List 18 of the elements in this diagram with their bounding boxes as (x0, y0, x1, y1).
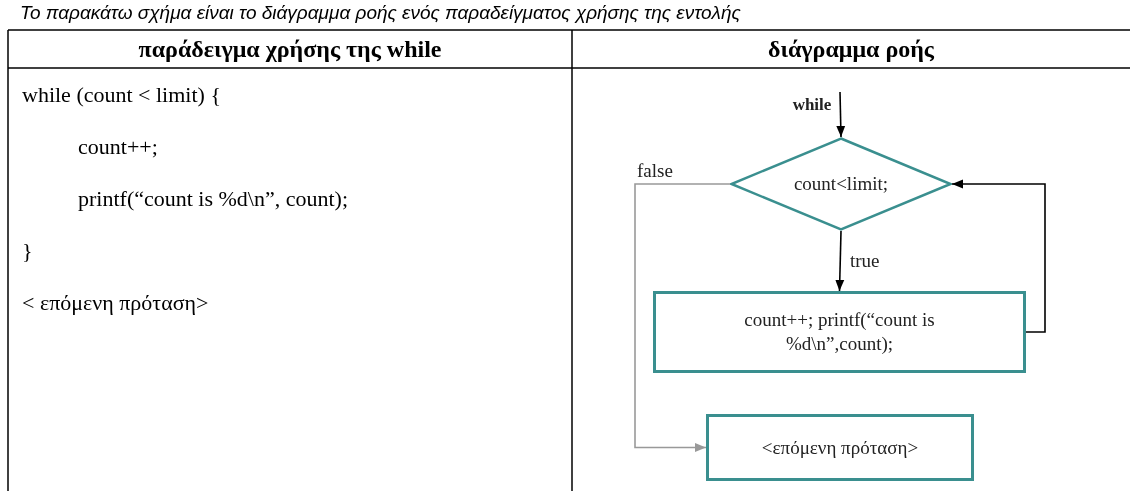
code-line: printf(“count is %d\n”, count); (78, 186, 349, 212)
arrow (951, 179, 1046, 333)
statement-box: <επόμενη πρόταση> (706, 414, 974, 481)
start-label: while (784, 92, 840, 118)
edge-label: false (637, 160, 673, 182)
arrow (634, 183, 731, 452)
code-line: } (22, 238, 33, 264)
decision-diamond: count<limit; (730, 137, 952, 231)
edge-label: true (850, 250, 880, 272)
column-header: παράδειγμα χρήσης της while (138, 36, 442, 63)
column-header: διάγραμμα ροής (768, 36, 934, 63)
code-line: < επόμενη πρόταση> (22, 290, 209, 316)
arrow (836, 91, 846, 138)
process-box: count++; printf(“count is %d\n”,count); (653, 291, 1026, 373)
code-line: count++; (78, 134, 158, 160)
arrow (835, 230, 845, 292)
caption-text: Το παρακάτω σχήμα είναι το διάγραμμα ροής ενός παραδείγματος χρήσης της εντολής (20, 2, 741, 24)
code-line: while (count < limit) { (22, 82, 221, 108)
